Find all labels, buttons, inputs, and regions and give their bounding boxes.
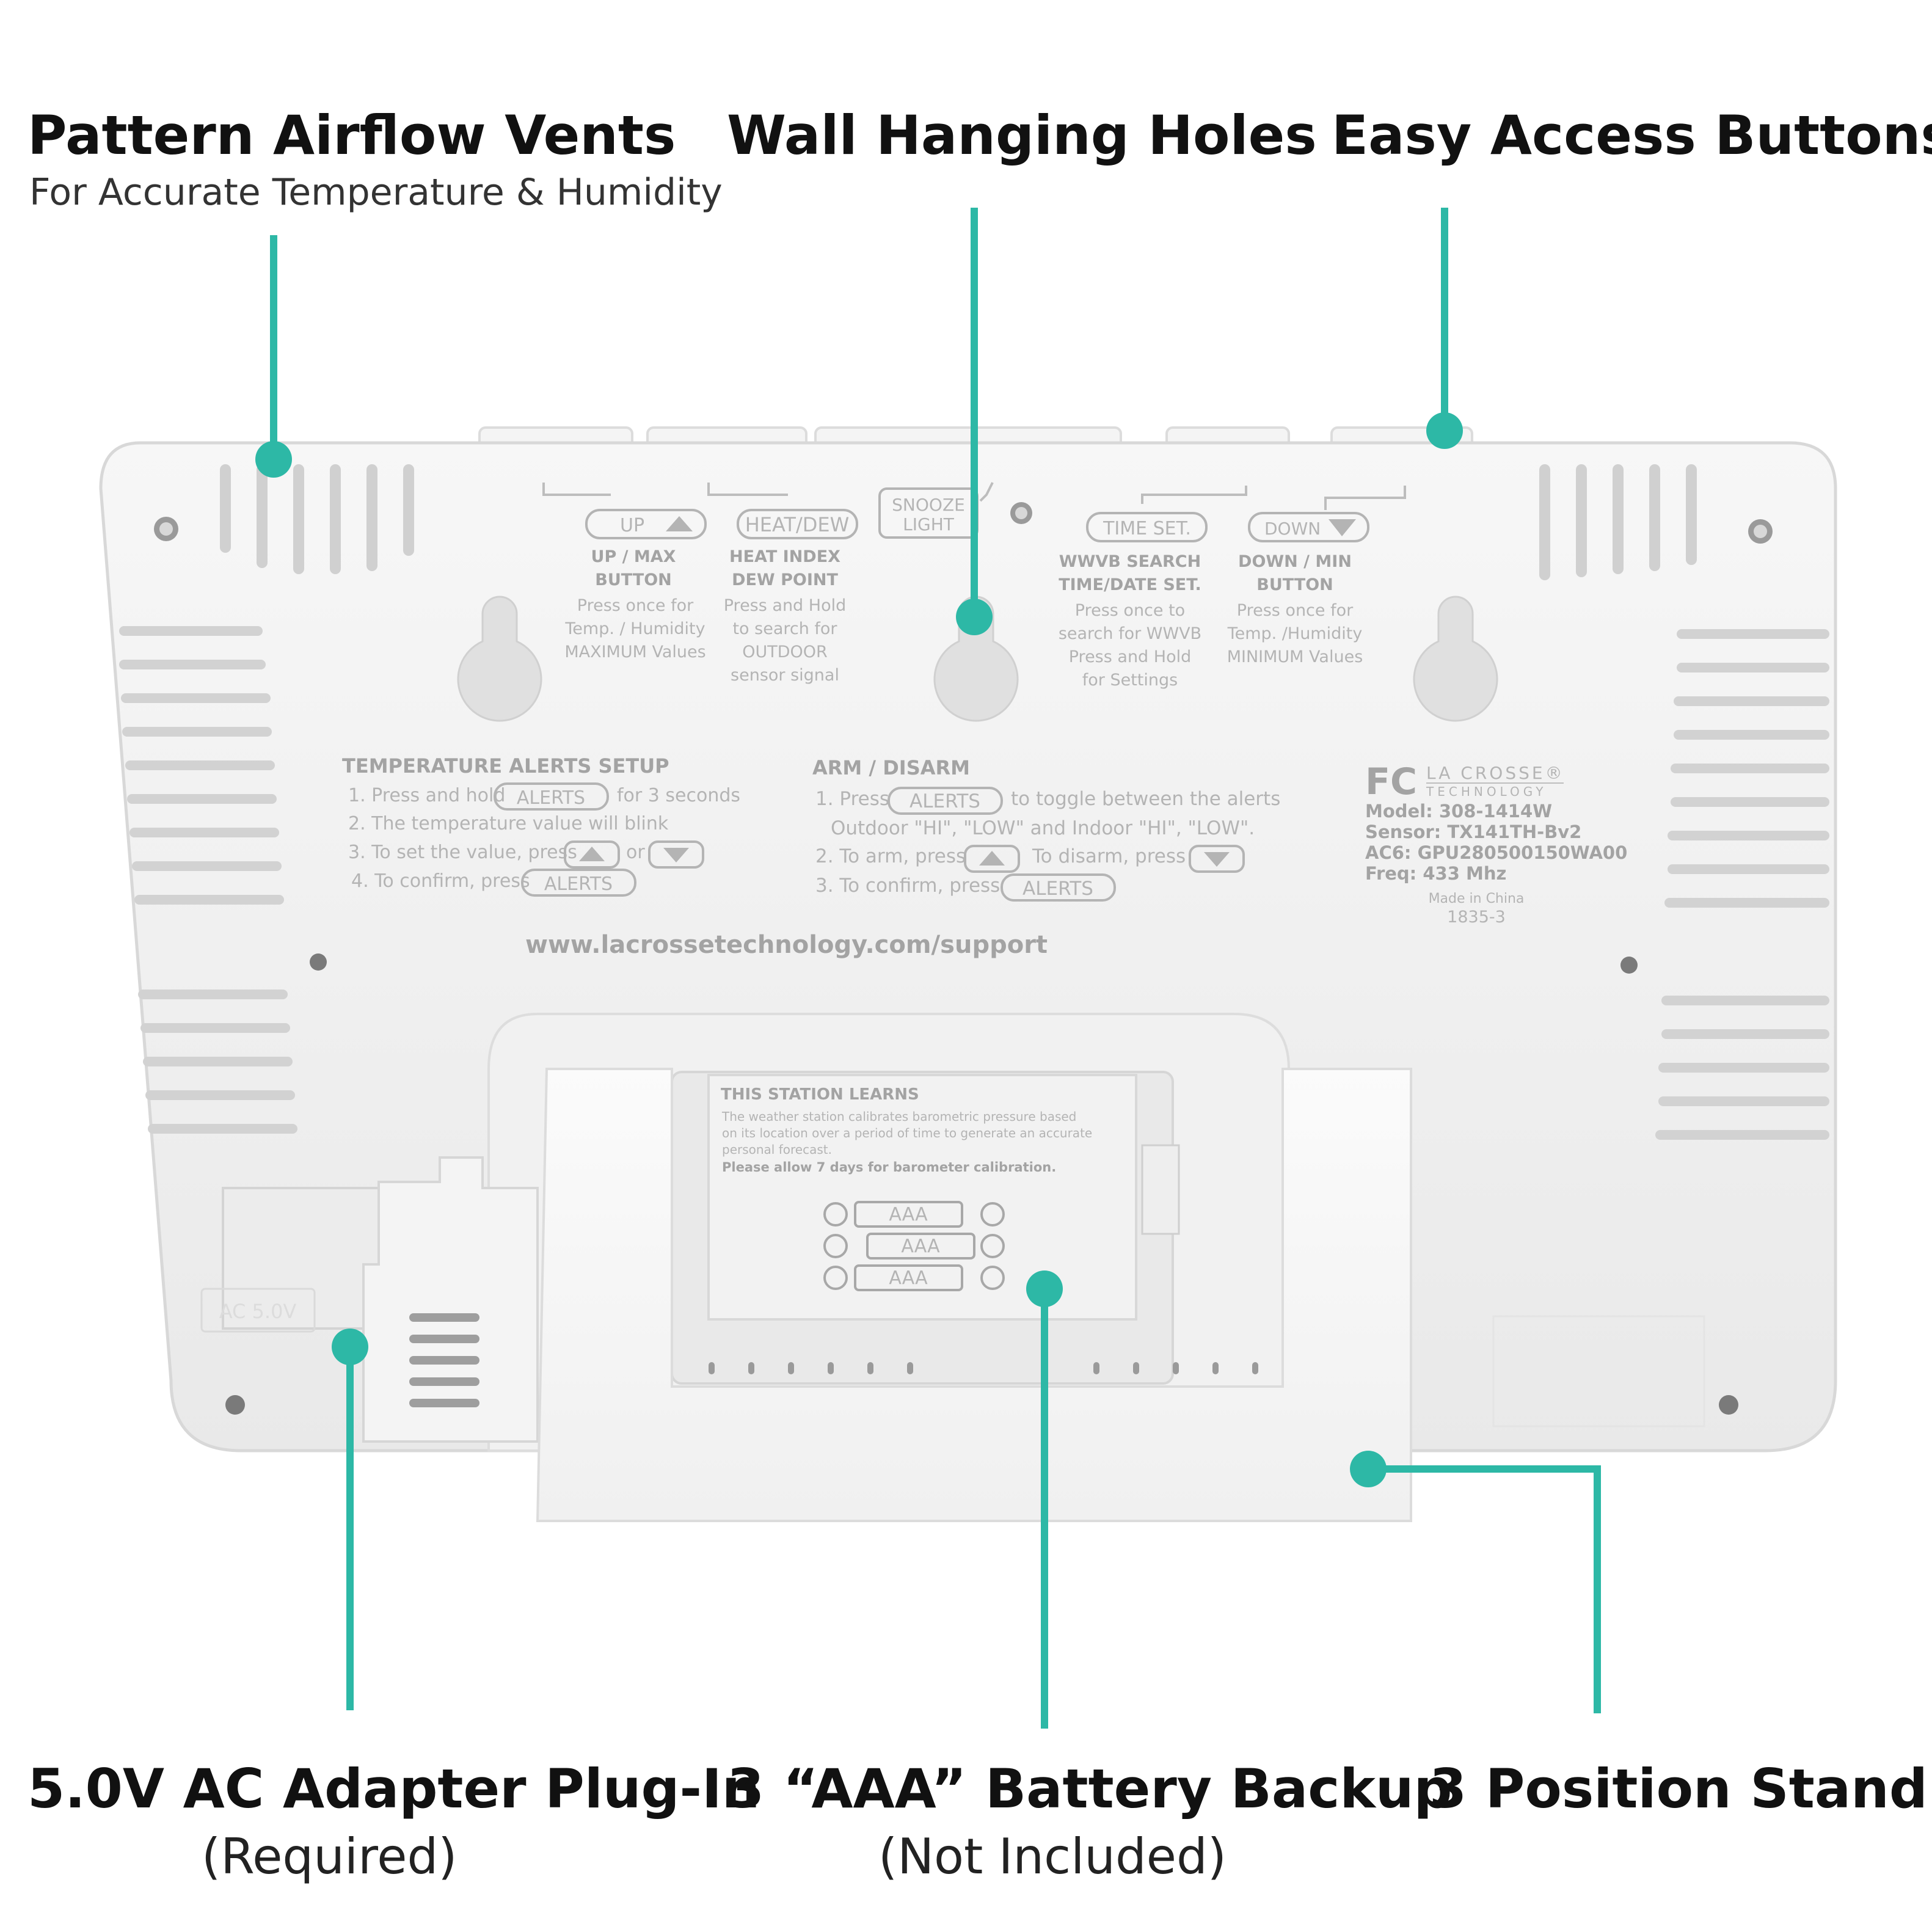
callout-lines (270, 208, 1601, 1729)
svg-text:Freq: 433 Mhz: Freq: 433 Mhz (1365, 863, 1506, 884)
callout-battery-subtitle: (Not Included) (878, 1828, 1227, 1885)
svg-text:The weather station calibrates: The weather station calibrates barometri… (721, 1109, 1076, 1124)
button-labels: UP HEAT/DEW SNOOZE LIGHT TIME SET. DOWN … (542, 482, 1406, 690)
svg-text:Made in China: Made in China (1429, 891, 1525, 906)
support-url: www.lacrossetechnology.com/support (525, 931, 1048, 959)
svg-text:1835-3: 1835-3 (1447, 908, 1506, 927)
svg-text:2. To arm, press: 2. To arm, press (815, 845, 966, 867)
svg-text:on its location over a period: on its location over a period of time to… (722, 1126, 1092, 1140)
svg-text:BUTTON: BUTTON (1256, 575, 1333, 594)
callout-vents-subtitle: For Accurate Temperature & Humidity (29, 171, 723, 214)
svg-text:for Settings: for Settings (1082, 671, 1178, 690)
svg-text:Press once for: Press once for (1237, 601, 1354, 620)
svg-text:search for WWVB: search for WWVB (1059, 624, 1201, 643)
svg-text:AAA: AAA (889, 1204, 928, 1225)
up-button-label: UP (620, 515, 644, 536)
callout-vents-title: Pattern Airflow Vents (27, 104, 676, 167)
svg-text:1. Press: 1. Press (815, 788, 889, 810)
battery-compartment: THIS STATION LEARNS The weather station … (671, 1071, 1258, 1385)
rear-label-panel (1492, 1315, 1705, 1427)
svg-text:Temp. / Humidity: Temp. / Humidity (564, 619, 705, 638)
vents-left (119, 626, 297, 1134)
svg-text:DOWN / MIN: DOWN / MIN (1238, 552, 1352, 571)
callout-dots (255, 412, 1463, 1487)
svg-text:To disarm, press: To disarm, press (1032, 845, 1186, 867)
svg-text:AC 5.0V: AC 5.0V (219, 1300, 297, 1323)
svg-text:3. To confirm, press: 3. To confirm, press (815, 875, 1000, 897)
svg-text:UP / MAX: UP / MAX (591, 547, 676, 566)
svg-text:personal forecast.: personal forecast. (722, 1142, 832, 1157)
svg-text:2. The temperature value will: 2. The temperature value will blink (348, 813, 669, 834)
triangle-down-icon (1329, 519, 1356, 536)
vents-right (1655, 629, 1829, 1140)
svg-text:for 3 seconds: for 3 seconds (617, 785, 740, 806)
svg-text:Press once to: Press once to (1075, 601, 1185, 620)
svg-text:Outdoor "HI", "LOW" and Indoor: Outdoor "HI", "LOW" and Indoor "HI", "LO… (831, 817, 1255, 839)
svg-text:WWVB SEARCH: WWVB SEARCH (1059, 552, 1201, 571)
svg-text:Press and Hold: Press and Hold (1069, 647, 1191, 666)
temperature-alerts-setup: TEMPERATURE ALERTS SETUP 1. Press and ho… (342, 754, 740, 897)
svg-text:ALERTS: ALERTS (544, 873, 613, 895)
callout-stand-title: 3 Position Stand (1429, 1757, 1928, 1820)
brand-name: LA CROSSE® (1426, 763, 1565, 783)
svg-text:TECHNOLOGY: TECHNOLOGY (1426, 784, 1547, 799)
arm-disarm: ARM / DISARM 1. Press ALERTS to toggle b… (812, 756, 1280, 902)
screws (154, 502, 1773, 1415)
svg-text:MINIMUM Values: MINIMUM Values (1227, 647, 1363, 666)
snooze-label: SNOOZE (892, 495, 965, 515)
svg-text:Press and Hold: Press and Hold (724, 596, 846, 615)
svg-text:AAA: AAA (901, 1236, 940, 1257)
vents-top-left (220, 464, 414, 574)
callout-holes-title: Wall Hanging Holes (727, 104, 1317, 167)
svg-text:ALERTS: ALERTS (517, 787, 585, 809)
svg-text:4. To confirm, press: 4. To confirm, press (351, 870, 530, 892)
wall-hanging-holes (457, 596, 1498, 722)
svg-text:to search for: to search for (732, 619, 837, 638)
svg-text:or: or (626, 842, 645, 863)
ac-adapter-area: AC 5.0V (200, 1156, 539, 1443)
svg-text:Please allow 7 days for barome: Please allow 7 days for barometer calibr… (722, 1160, 1056, 1175)
callout-battery-title: 3 “AAA” Battery Backup (727, 1757, 1453, 1820)
svg-text:sensor signal: sensor signal (731, 666, 839, 685)
down-button-label: DOWN (1264, 519, 1321, 539)
svg-text:1. Press and hold: 1. Press and hold (348, 785, 505, 806)
light-label: LIGHT (903, 514, 955, 534)
svg-text:Temp. /Humidity: Temp. /Humidity (1227, 624, 1363, 643)
svg-text:OUTDOOR: OUTDOOR (742, 643, 828, 662)
svg-text:to toggle between the alerts: to toggle between the alerts (1011, 788, 1280, 810)
svg-text:Press once for: Press once for (577, 596, 694, 615)
svg-text:ARM / DISARM: ARM / DISARM (812, 756, 970, 779)
svg-text:Sensor: TX141TH-Bv2: Sensor: TX141TH-Bv2 (1365, 822, 1581, 842)
battery-diagram (823, 1201, 1005, 1291)
svg-text:MAXIMUM Values: MAXIMUM Values (564, 643, 705, 662)
product-label: FC LA CROSSE® TECHNOLOGY Model: 308-1414… (1365, 760, 1627, 927)
svg-text:TIME/DATE SET.: TIME/DATE SET. (1059, 575, 1201, 594)
svg-text:AAA: AAA (889, 1267, 928, 1289)
svg-text:DEW POINT: DEW POINT (732, 570, 838, 589)
svg-text:BUTTON: BUTTON (595, 570, 672, 589)
heat-dew-button-label: HEAT/DEW (745, 513, 850, 536)
svg-text:HEAT INDEX: HEAT INDEX (729, 547, 840, 566)
svg-text:ALERTS: ALERTS (1023, 878, 1093, 900)
stand (536, 1068, 1412, 1522)
svg-text:ALERTS: ALERTS (909, 790, 980, 812)
fcc-logo: FC (1365, 760, 1417, 803)
vents-top-right (1539, 464, 1697, 580)
time-set-button-label: TIME SET. (1103, 518, 1191, 539)
svg-text:THIS STATION LEARNS: THIS STATION LEARNS (721, 1085, 919, 1104)
callout-adapter-title: 5.0V AC Adapter Plug-In (27, 1757, 760, 1820)
svg-text:TEMPERATURE ALERTS SETUP: TEMPERATURE ALERTS SETUP (342, 754, 669, 778)
callout-adapter-subtitle: (Required) (202, 1828, 457, 1885)
svg-text:3. To set the value, press: 3. To set the value, press (348, 842, 577, 863)
svg-text:Model: 308-1414W: Model: 308-1414W (1365, 801, 1552, 822)
svg-text:AC6: GPU280500150WA00: AC6: GPU280500150WA00 (1365, 842, 1627, 863)
callout-buttons-title: Easy Access Buttons (1332, 104, 1932, 167)
triangle-up-icon (666, 516, 693, 531)
